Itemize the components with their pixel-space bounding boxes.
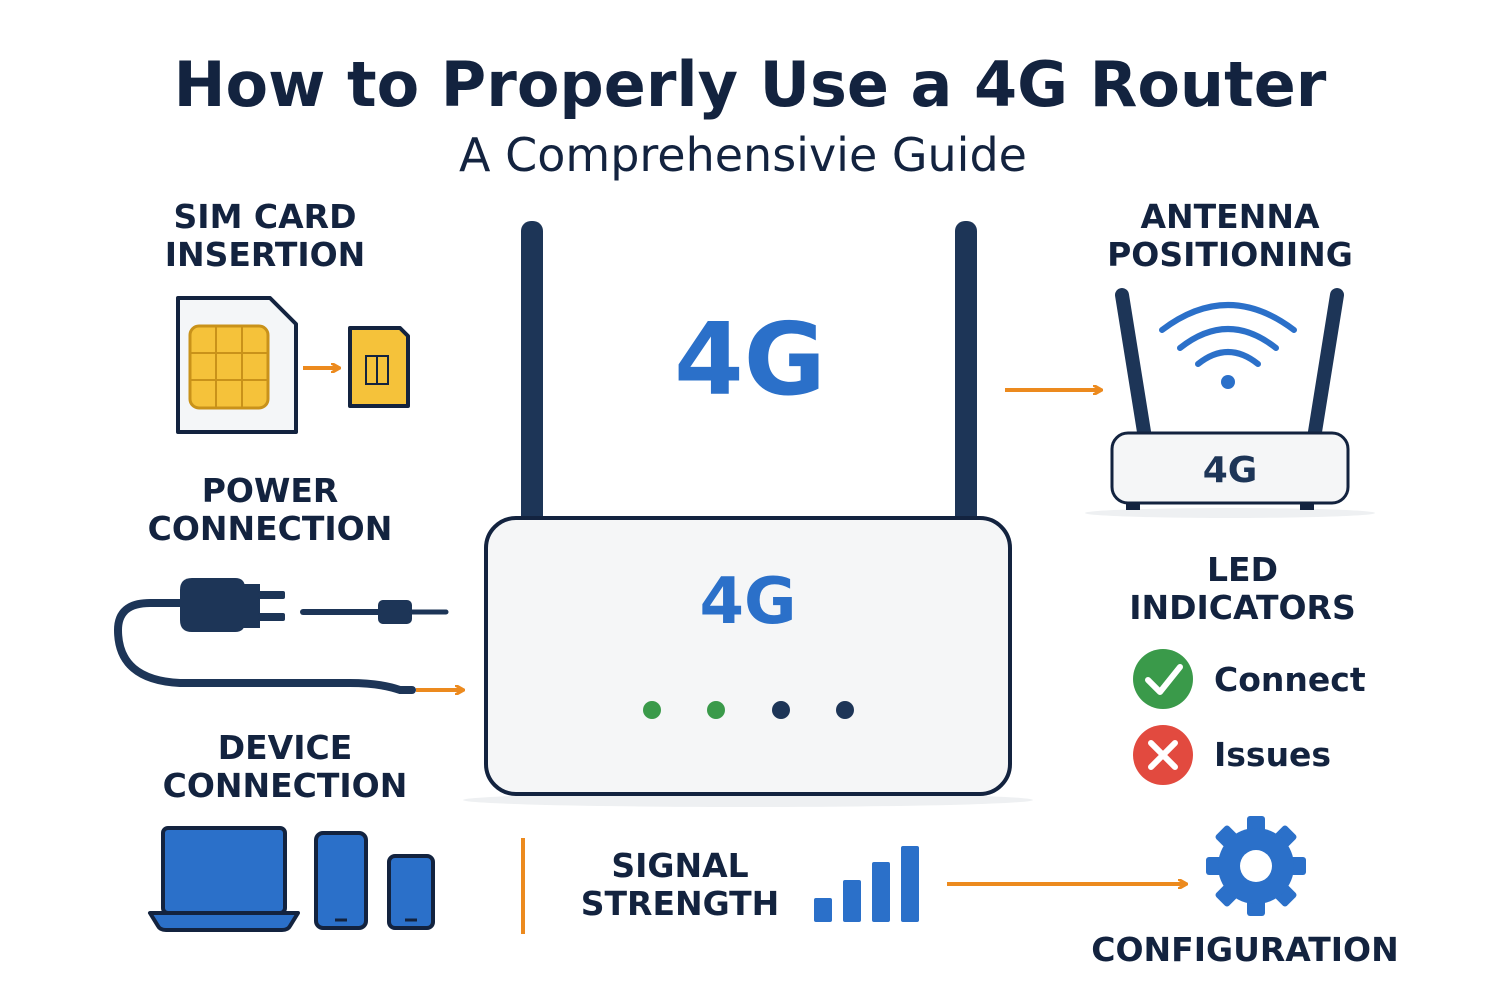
page-subtitle: A Comprehensivie Guide <box>459 128 1027 182</box>
antenna-router-4g-label: 4G <box>1202 450 1258 491</box>
led-connect-text: Connect <box>1214 660 1366 699</box>
power-label-line1: POWER <box>201 471 339 510</box>
antenna-label-line1: ANTENNA <box>1140 197 1320 236</box>
signal-label-line1: SIGNAL <box>611 846 749 885</box>
router-4g-body-label: 4G <box>699 565 797 639</box>
configuration-label: CONFIGURATION <box>1091 930 1399 969</box>
check-icon <box>1133 649 1193 709</box>
signal-label: SIGNAL STRENGTH <box>570 847 790 923</box>
led-green-2 <box>707 701 725 719</box>
page-title: How to Properly Use a 4G Router <box>173 48 1327 121</box>
antenna-label: ANTENNA POSITIONING <box>1090 198 1370 274</box>
wifi-icon <box>1159 302 1297 389</box>
power-label: POWER CONNECTION <box>130 472 410 548</box>
device-label: DEVICE CONNECTION <box>140 729 430 805</box>
sim-card-label-line2: INSERTION <box>164 235 366 274</box>
device-label-line1: DEVICE <box>217 728 353 767</box>
led-dark-1 <box>772 701 790 719</box>
plug-icon <box>113 578 462 690</box>
power-label-line2: CONNECTION <box>147 509 393 548</box>
left-antenna <box>521 221 543 531</box>
sim-card-icon <box>176 296 410 434</box>
right-antenna <box>955 221 977 531</box>
phone-icon <box>314 831 368 930</box>
device-label-line2: CONNECTION <box>162 766 408 805</box>
sim-card-label-line1: SIM CARD <box>173 197 357 236</box>
cross-icon <box>1133 725 1193 785</box>
signal-label-line2: STRENGTH <box>580 884 780 923</box>
gear-icon <box>1206 816 1306 916</box>
laptop-icon <box>148 826 300 932</box>
led-label-line1: LED <box>1207 550 1278 589</box>
router-4g-large-label: 4G <box>674 301 826 418</box>
antenna-label-line2: POSITIONING <box>1107 235 1353 274</box>
led-green-1 <box>643 701 661 719</box>
led-label: LED INDICATORS <box>1110 551 1375 627</box>
sim-card-label: SIM CARD INSERTION <box>130 198 400 274</box>
tablet-icon <box>387 854 435 930</box>
led-dark-2 <box>836 701 854 719</box>
led-issues-text: Issues <box>1214 735 1332 774</box>
signal-bars-icon <box>814 846 919 922</box>
led-label-line2: INDICATORS <box>1129 588 1356 627</box>
